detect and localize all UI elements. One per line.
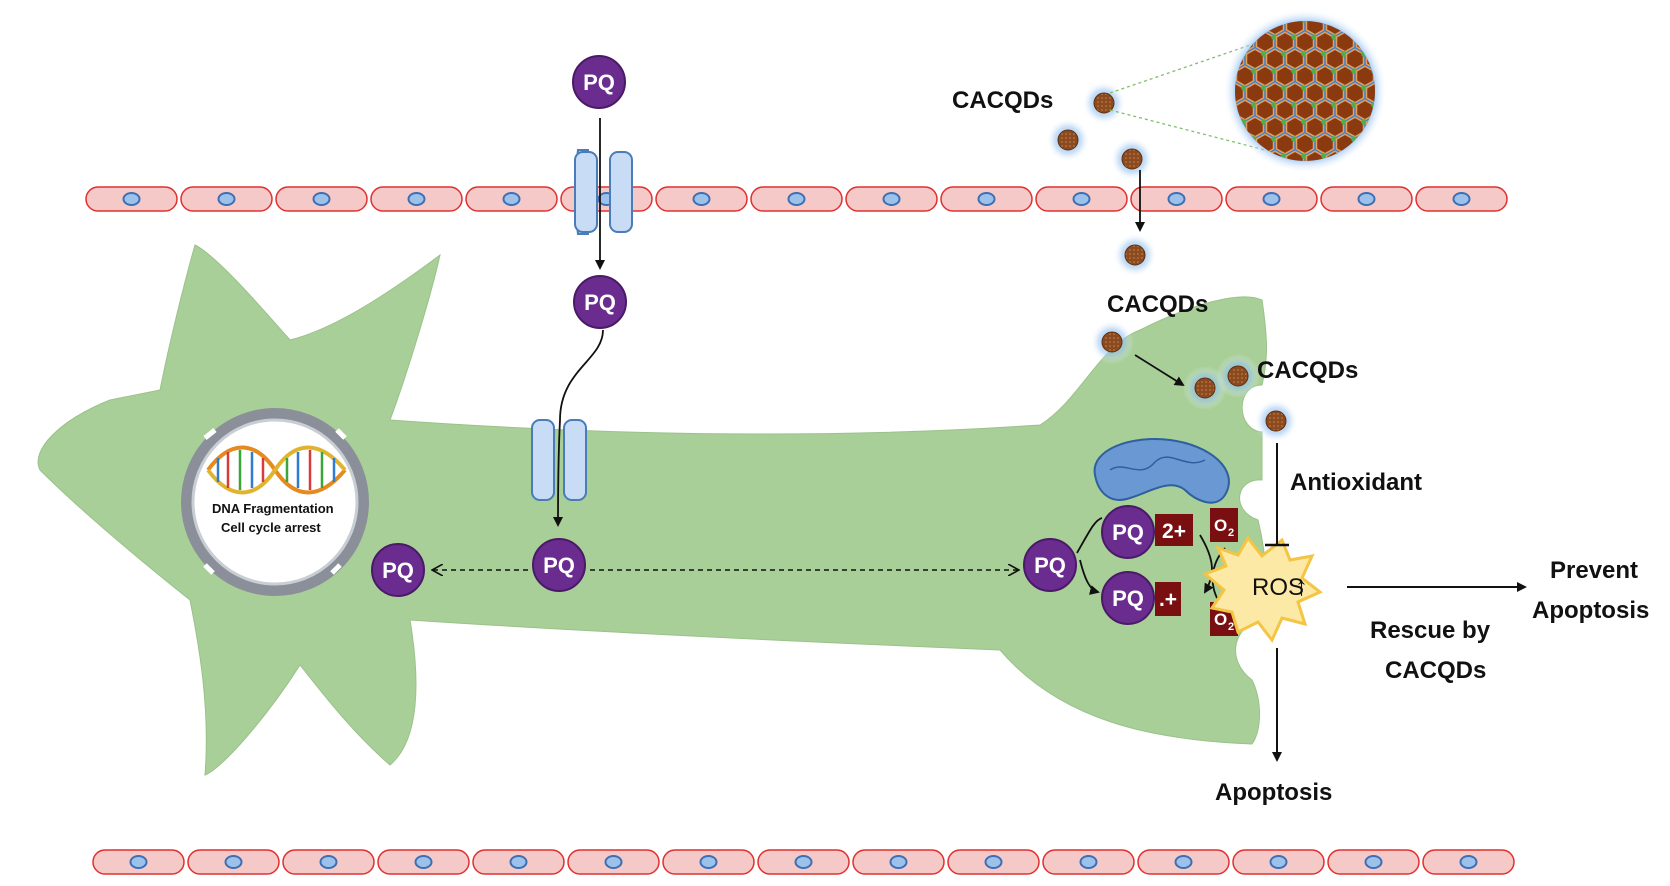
membrane-cell — [947, 849, 1040, 875]
membrane-cell — [377, 849, 470, 875]
membrane-cell — [180, 186, 273, 212]
pq-radical: PQ .+ — [1101, 571, 1181, 625]
quantum-dot-icon — [1110, 137, 1154, 181]
membrane-cell — [655, 186, 748, 212]
rescue-label-2: CACQDs — [1385, 657, 1486, 684]
membrane-cell — [465, 186, 558, 212]
membrane-cell — [92, 849, 185, 875]
nucleus-text-1: DNA Fragmentation — [212, 501, 334, 516]
ros-label: ROS — [1252, 574, 1304, 601]
quantum-dot-icon — [1046, 118, 1090, 162]
cacqds-label-inside: CACQDs — [1257, 357, 1358, 384]
membrane-cell — [940, 186, 1033, 212]
svg-text:.+: .+ — [1159, 588, 1177, 611]
quantum-dots — [1046, 81, 1298, 443]
quantum-dot-icon — [1082, 81, 1126, 125]
ros-up-arrow: ↑ — [1295, 571, 1308, 601]
membrane-cell — [472, 849, 565, 875]
svg-text:PQ: PQ — [543, 553, 575, 578]
prevent-label-2: Apoptosis — [1532, 597, 1649, 624]
svg-text:O: O — [1214, 610, 1227, 629]
membrane-cell — [275, 186, 368, 212]
quantum-dot-icon — [1216, 354, 1260, 398]
membrane-cell — [187, 849, 280, 875]
nucleus-text-2: Cell cycle arrest — [221, 520, 321, 535]
membrane-cell — [1232, 849, 1325, 875]
pq-molecule-top: PQ — [572, 55, 626, 109]
pq-molecule-cytoplasm: PQ — [532, 538, 586, 592]
membrane-cell — [1320, 186, 1413, 212]
quantum-dot-icon — [1254, 399, 1298, 443]
svg-text:PQ: PQ — [583, 70, 615, 95]
svg-text:PQ: PQ — [584, 290, 616, 315]
membrane-cell — [1035, 186, 1128, 212]
membrane-cell — [1225, 186, 1318, 212]
quantum-dot-icon — [1113, 233, 1157, 277]
cacqds-label-synapse: CACQDs — [1107, 291, 1208, 318]
top-membrane — [85, 186, 1508, 212]
svg-text:PQ: PQ — [1112, 520, 1144, 545]
svg-text:2: 2 — [1228, 527, 1234, 539]
membrane-cell — [567, 849, 660, 875]
membrane-cell — [845, 186, 938, 212]
membrane-cell — [85, 186, 178, 212]
dna-helix-icon — [206, 445, 347, 495]
ion-channel-icon — [574, 149, 633, 235]
quantum-dot-icon — [1090, 320, 1134, 364]
prevent-label-1: Prevent — [1550, 557, 1638, 584]
nucleus: DNA Fragmentation Cell cycle arrest — [181, 408, 369, 596]
membrane-cell — [1327, 849, 1420, 875]
pq-molecule-channel: PQ — [573, 275, 627, 329]
membrane-cell — [282, 849, 375, 875]
membrane-cell — [1130, 186, 1223, 212]
membrane-cell — [1422, 849, 1515, 875]
membrane-cell — [757, 849, 850, 875]
svg-text:2: 2 — [1228, 621, 1234, 633]
membrane-cell — [370, 186, 463, 212]
pq-molecule-nucleus: PQ — [371, 543, 425, 597]
apoptosis-label: Apoptosis — [1215, 779, 1332, 806]
pq-molecule-terminal: PQ — [1023, 538, 1077, 592]
mitochondrion-icon — [1093, 438, 1230, 504]
membrane-cell — [1137, 849, 1230, 875]
ion-channel-icon — [531, 419, 587, 501]
rescue-label-1: Rescue by — [1370, 617, 1491, 644]
svg-text:2+: 2+ — [1162, 520, 1186, 543]
membrane-cell — [852, 849, 945, 875]
membrane-cell — [750, 186, 843, 212]
cacqds-label-outside: CACQDs — [952, 87, 1053, 114]
antioxidant-label: Antioxidant — [1290, 469, 1422, 496]
svg-text:PQ: PQ — [1112, 586, 1144, 611]
neuron-cell — [37, 244, 1267, 776]
svg-text:PQ: PQ — [382, 558, 414, 583]
svg-text:O: O — [1214, 516, 1227, 535]
oxygen-box: O 2 — [1210, 508, 1238, 542]
graphene-lattice-icon — [1223, 9, 1387, 173]
quantum-dot-icon — [1183, 366, 1227, 410]
membrane-cell — [1042, 849, 1135, 875]
membrane-cell — [662, 849, 755, 875]
ros-burst-icon: ROS ↑ — [1202, 535, 1323, 643]
bottom-membrane — [92, 849, 1515, 875]
pq-dication: PQ 2+ — [1101, 505, 1193, 559]
membrane-cell — [1415, 186, 1508, 212]
svg-text:PQ: PQ — [1034, 553, 1066, 578]
